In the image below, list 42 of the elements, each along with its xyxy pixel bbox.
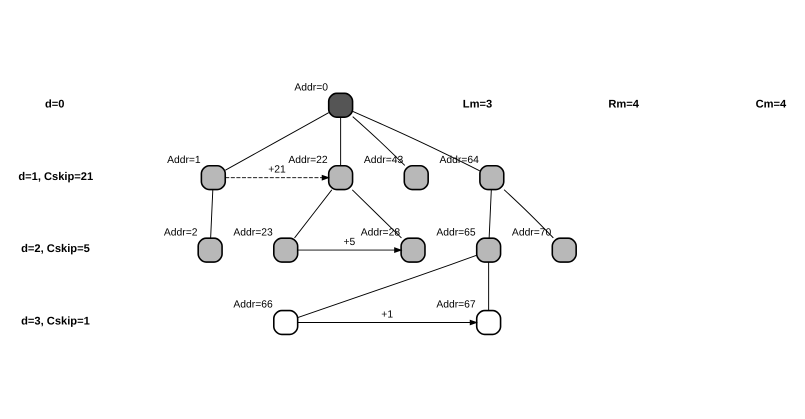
connector bbox=[488, 189, 492, 238]
node-label: Addr=23 bbox=[233, 227, 273, 238]
connector bbox=[297, 254, 477, 318]
node-label: Addr=2 bbox=[164, 227, 198, 238]
connector bbox=[352, 116, 406, 166]
label: Lm=3 bbox=[462, 98, 492, 110]
node-label: Addr=65 bbox=[436, 227, 476, 238]
node-box bbox=[404, 164, 429, 190]
label: Rm=4 bbox=[608, 98, 640, 110]
connector bbox=[224, 112, 330, 171]
label: d=3, Cskip=1 bbox=[21, 316, 90, 328]
node-box bbox=[273, 310, 298, 336]
connector bbox=[352, 110, 480, 172]
node-label: Addr=1 bbox=[167, 154, 201, 166]
label: d=1, Cskip=21 bbox=[18, 170, 94, 183]
node-box bbox=[200, 164, 226, 190]
node-box bbox=[479, 164, 505, 190]
node-label: Addr=66 bbox=[233, 300, 273, 311]
node-box bbox=[400, 237, 426, 263]
node-box bbox=[476, 310, 502, 336]
arrow bbox=[297, 247, 402, 253]
node-box bbox=[273, 237, 298, 263]
node-label: Addr=22 bbox=[288, 154, 328, 166]
node-label: Addr=67 bbox=[436, 300, 476, 311]
connector bbox=[340, 116, 342, 166]
node-label: Addr=0 bbox=[294, 82, 328, 94]
node-box bbox=[552, 237, 577, 263]
connector bbox=[294, 189, 332, 238]
node-box bbox=[328, 164, 354, 190]
connector bbox=[210, 189, 214, 238]
node-box bbox=[476, 237, 502, 263]
edge-label: +21 bbox=[268, 164, 286, 176]
label: Cm=4 bbox=[756, 98, 786, 110]
label: d=2, Cskip=5 bbox=[21, 243, 90, 256]
connector bbox=[488, 262, 490, 311]
node-box bbox=[328, 92, 354, 118]
label: d=0 bbox=[45, 98, 64, 110]
arrow bbox=[224, 174, 330, 181]
arrow bbox=[297, 320, 478, 326]
edge-label: +1 bbox=[381, 309, 394, 320]
node-box bbox=[197, 237, 223, 263]
edge-label: +5 bbox=[343, 236, 356, 248]
